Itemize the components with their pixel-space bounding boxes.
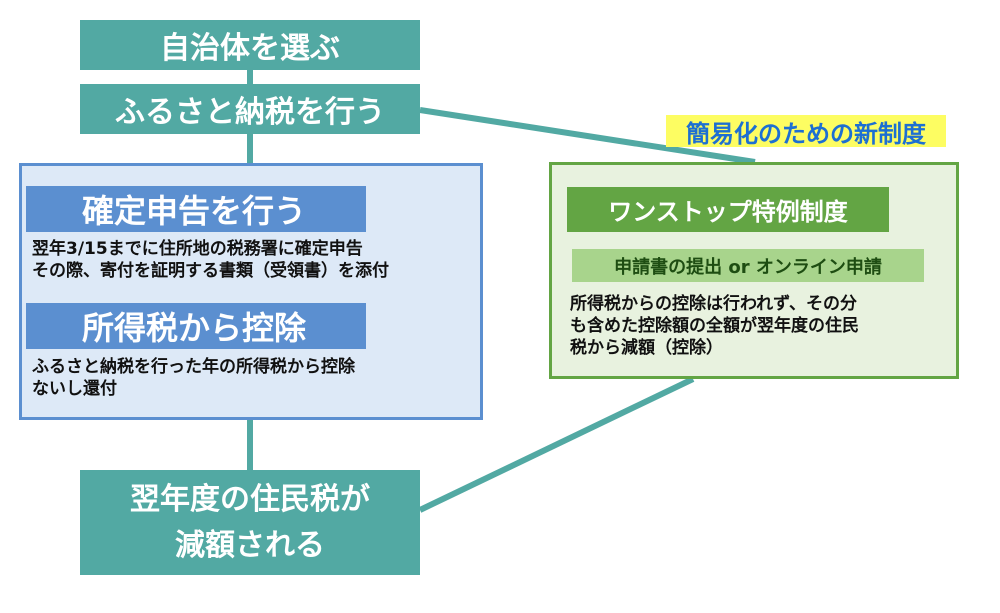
connector-onestop-final — [418, 376, 695, 513]
step-furusato-nozei: ふるさと納税を行う — [80, 84, 420, 134]
shotoku-line-1: ふるさと納税を行った年の所得税から控除 — [32, 357, 355, 377]
kakutei-shinkoku-heading: 確定申告を行う — [26, 186, 366, 232]
step-resident-tax-reduced: 翌年度の住民税が 減額される — [80, 470, 420, 575]
shotoku-line-2: ないし還付 — [32, 379, 117, 399]
kakutei-line-1: 翌年3/15までに住所地の税務署に確定申告 — [32, 239, 363, 259]
one-stop-special-panel: ワンストップ特例制度 申請書の提出 or オンライン申請 所得税からの控除は行わ… — [549, 162, 959, 379]
final-line-1: 翌年度の住民税が — [130, 481, 370, 517]
simplification-label: 簡易化のための新制度 — [666, 115, 946, 148]
connector-step2-onestop — [419, 107, 756, 165]
application-submit-tag: 申請書の提出 or オンライン申請 — [572, 249, 924, 282]
step-select-municipality: 自治体を選ぶ — [80, 20, 420, 70]
income-tax-deduction-description: ふるさと納税を行った年の所得税から控除 ないし還付 — [32, 356, 355, 400]
kakutei-line-2: その際、寄付を証明する書類（受領書）を添付 — [32, 261, 389, 281]
kakutei-shinkoku-description: 翌年3/15までに住所地の税務署に確定申告 その際、寄付を証明する書類（受領書）… — [32, 238, 389, 282]
onestop-line-2: も含めた控除額の全額が翌年度の住民 — [570, 316, 859, 336]
one-stop-heading: ワンストップ特例制度 — [567, 187, 889, 232]
income-tax-deduction-heading: 所得税から控除 — [26, 303, 366, 349]
onestop-line-1: 所得税からの控除は行われず、その分 — [570, 294, 857, 314]
one-stop-description: 所得税からの控除は行われず、その分 も含めた控除額の全額が翌年度の住民 税から減… — [570, 293, 859, 359]
step-furusato-nozei-label: ふるさと納税を行う — [115, 95, 385, 130]
step-select-municipality-label: 自治体を選ぶ — [160, 31, 340, 66]
final-line-2: 減額される — [175, 527, 325, 563]
onestop-line-3: 税から減額（控除） — [570, 338, 723, 358]
kakutei-shinkoku-panel: 確定申告を行う 翌年3/15までに住所地の税務署に確定申告 その際、寄付を証明す… — [19, 163, 483, 420]
